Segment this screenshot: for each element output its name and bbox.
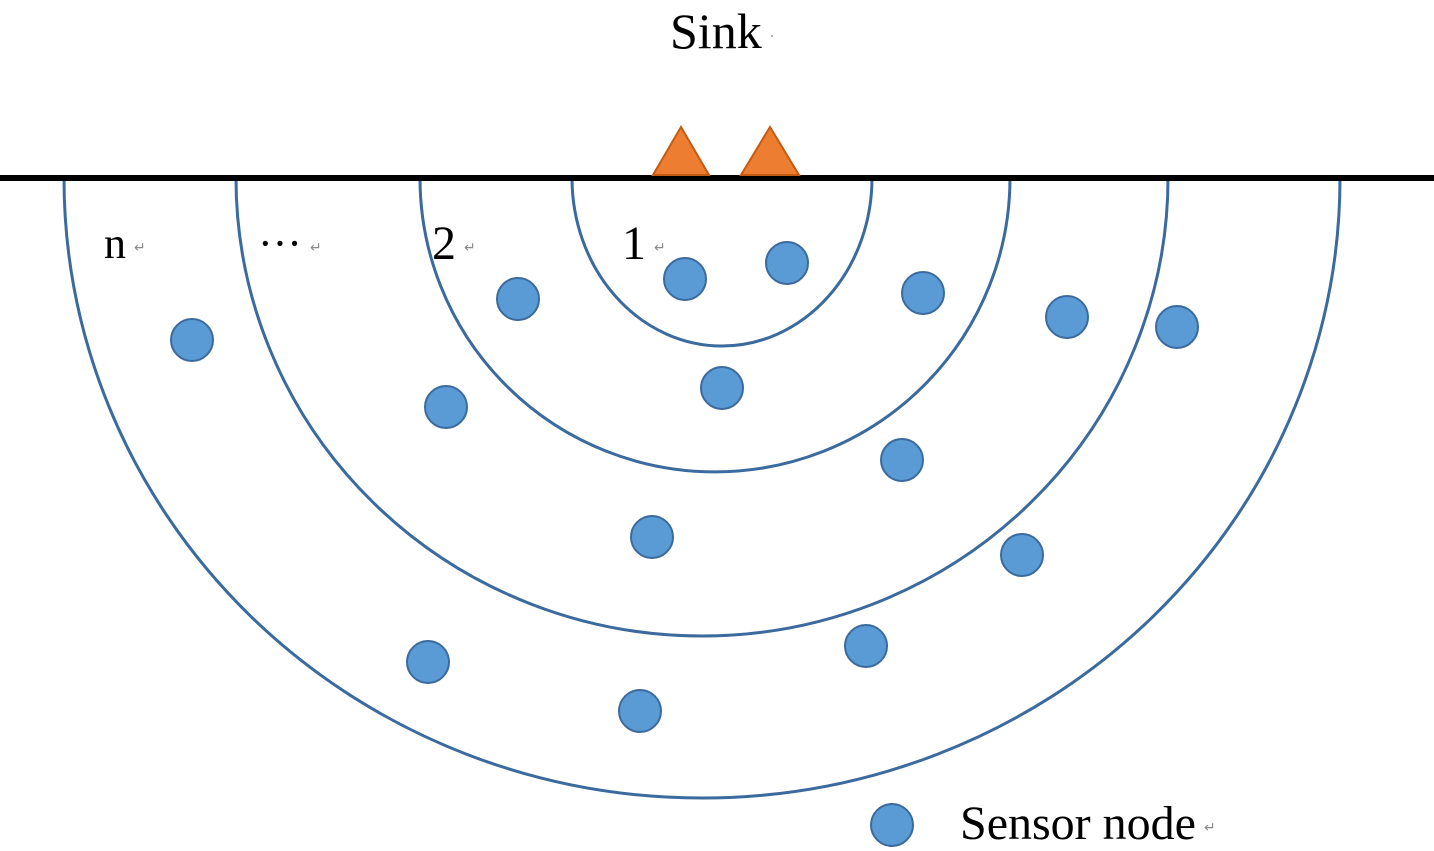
sensor-node: [496, 277, 540, 321]
sink-label-text: Sink: [670, 3, 762, 59]
sensor-node: [765, 241, 809, 285]
paragraph-mark-icon: ↵: [1203, 819, 1216, 836]
ring-2-arc: [418, 177, 1012, 474]
sensor-node: [1000, 533, 1044, 577]
sensor-node: [630, 515, 674, 559]
sensor-node: [618, 689, 662, 733]
paragraph-mark-icon: ↵: [654, 239, 666, 256]
sink-label: Sink ·: [670, 6, 774, 56]
sink-triangle: [739, 125, 801, 176]
legend-sensor-icon: [870, 803, 914, 847]
ring-label-2: 2↵: [432, 220, 476, 268]
sensor-node: [170, 318, 214, 362]
legend-label: Sensor node ↵: [960, 800, 1216, 848]
sensor-node: [424, 385, 468, 429]
sensor-node: [844, 624, 888, 668]
sensor-node: [1155, 305, 1199, 349]
ring-label-text: n: [104, 219, 126, 268]
ring-label-n: n↵: [104, 222, 146, 266]
paragraph-mark-icon: ↵: [134, 239, 146, 256]
sink-triangle: [651, 125, 711, 176]
ring-label-text: 1: [622, 217, 646, 270]
sensor-node: [663, 257, 707, 301]
paragraph-mark-icon: ↵: [464, 239, 476, 256]
sensor-node: [700, 366, 744, 410]
ring-1-arc: [570, 177, 874, 348]
sensor-node: [901, 271, 945, 315]
sensor-node: [880, 438, 924, 482]
ring-3-arc: [234, 177, 1170, 638]
ring-label-text: 2: [432, 217, 456, 270]
paragraph-mark-icon: ↵: [309, 239, 322, 256]
paragraph-mark-icon: ·: [769, 28, 775, 45]
sensor-node: [406, 640, 450, 684]
sensor-node: [1045, 295, 1089, 339]
legend-label-text: Sensor node: [960, 797, 1196, 850]
ring-label-1: 1↵: [622, 220, 666, 268]
ring-label-text: ···: [258, 219, 302, 268]
ring-label-ellipsis: ··· ↵: [258, 222, 322, 266]
ring-n-arc: [62, 177, 1342, 800]
